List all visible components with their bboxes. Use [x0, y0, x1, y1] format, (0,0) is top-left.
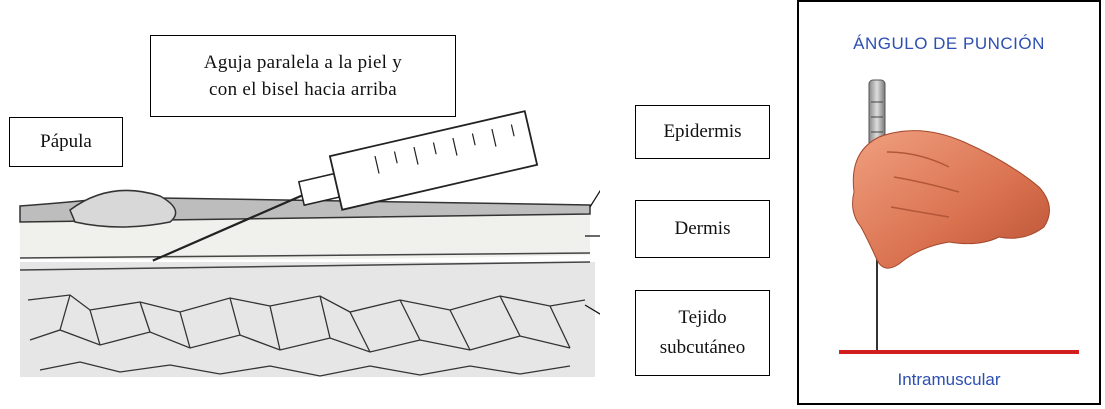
- panel-caption: Intramuscular: [799, 370, 1099, 390]
- subcutaneous-label-line2: subcutáneo: [660, 333, 745, 363]
- gloved-hand: [853, 131, 1050, 269]
- papula-label: Pápula: [9, 117, 123, 167]
- subcutaneous-label-line1: Tejido: [660, 303, 745, 333]
- gloved-hand-syringe-illustration: [799, 2, 1101, 405]
- epidermis-label: Epidermis: [635, 105, 770, 159]
- needle-description-box: Aguja paralela a la piel y con el bisel …: [150, 35, 456, 117]
- subcutaneous-layer: [20, 262, 595, 377]
- subcutaneous-label: Tejido subcutáneo: [635, 290, 770, 376]
- puncture-angle-panel: ÁNGULO DE PUNCIÓN: [797, 0, 1101, 405]
- needle-text-line1: Aguja paralela a la piel y: [204, 49, 402, 76]
- papule-bleb: [70, 190, 176, 227]
- needle-text-line2: con el bisel hacia arriba: [204, 76, 402, 103]
- dermis-label: Dermis: [635, 200, 770, 258]
